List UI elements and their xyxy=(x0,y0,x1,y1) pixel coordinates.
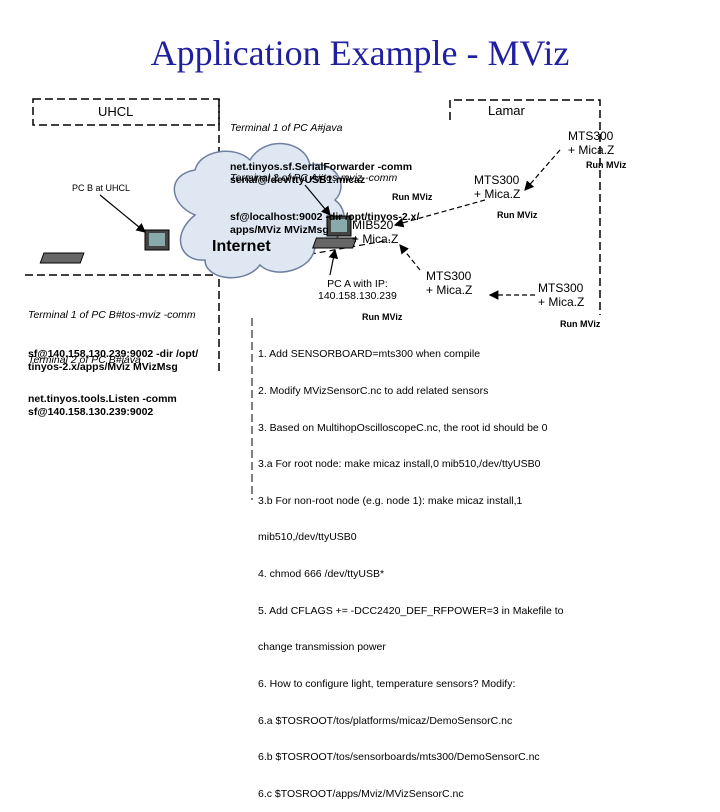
mote-label-3: MTS300 + Mica.Z xyxy=(426,269,473,297)
internet-cloud xyxy=(173,143,345,279)
terminal-a2: Terminal 2 of PC A#tos-mviz -comm sf@loc… xyxy=(230,146,419,250)
run-mviz-2: Run MViz xyxy=(392,192,433,202)
terminal-b1: Terminal 1 of PC B#tos-mviz -comm sf@140… xyxy=(28,283,198,387)
mote-label-2: MTS300 + Mica.Z xyxy=(474,173,521,201)
mib520-label: MIB520 + Mica.Z xyxy=(352,218,399,246)
terminal-b1-body: sf@140.158.130.239:9002 -dir /opt/ tinyo… xyxy=(28,348,199,373)
pc-b-pointer xyxy=(99,194,146,233)
uhcl-label: UHCL xyxy=(98,104,134,119)
terminal-b2-head: Terminal 2 of PC B#java xyxy=(28,354,141,366)
pc-b-icon xyxy=(39,229,170,264)
run-mviz-4: Run MViz xyxy=(560,319,601,329)
terminal-a2-head: Terminal 2 of PC A#tos-mviz -comm xyxy=(230,172,398,184)
step-item: 5. Add CFLAGS += -DCC2420_DEF_RFPOWER=3 … xyxy=(258,604,564,617)
terminal-b1-head: Terminal 1 of PC B#tos-mviz -comm xyxy=(28,309,196,321)
mote-label-4: MTS300 + Mica.Z xyxy=(538,281,585,309)
terminal-a2-body: sf@localhost:9002 -dir /opt/tinyos-2.x/ … xyxy=(230,211,420,236)
terminal-a-pointer xyxy=(304,184,331,216)
steps-list: 1. Add SENSORBOARD=mts300 when compile 2… xyxy=(258,324,564,812)
pc-a-icon xyxy=(312,215,358,249)
step-item: 3.a For root node: make micaz install,0 … xyxy=(258,458,541,471)
step-item: change transmission power xyxy=(258,641,386,654)
step-item: 6.b $TOSROOT/tos/sensorboards/mts300/Dem… xyxy=(258,751,540,764)
terminal-b2-body: net.tinyos.tools.Listen -comm sf@140.158… xyxy=(28,393,177,418)
step-item: 2. Modify MVizSensorC.nc to add related … xyxy=(258,385,489,398)
pc-a-label: PC A with IP: 140.158.130.239 xyxy=(318,278,397,302)
step-item: 4. chmod 666 /dev/ttyUSB* xyxy=(258,568,385,581)
pc-a-pointer xyxy=(328,248,339,276)
mote-arrow-1 xyxy=(524,149,561,191)
run-mviz-3: Run MViz xyxy=(497,210,538,220)
mote-label-1: MTS300 + Mica.Z xyxy=(568,129,615,157)
step-item: 6.c $TOSROOT/apps/Mviz/MVizSensorC.nc xyxy=(258,787,464,800)
run-mviz-5: Run MViz xyxy=(362,312,403,322)
step-item: 6. How to configure light, temperature s… xyxy=(258,677,516,690)
slide-title: Application Example - MViz xyxy=(150,33,570,73)
step-item: 1. Add SENSORBOARD=mts300 when compile xyxy=(258,348,481,361)
lamar-label: Lamar xyxy=(488,103,525,118)
step-item: 6.a $TOSROOT/tos/platforms/micaz/DemoSen… xyxy=(258,714,513,727)
step-item: mib510,/dev/ttyUSB0 xyxy=(258,531,357,544)
diagram-canvas xyxy=(25,98,601,500)
terminal-a1-head: Terminal 1 of PC A#java xyxy=(230,122,343,134)
internet-label: Internet xyxy=(212,238,271,255)
pc-b-label: PC B at UHCL xyxy=(72,183,131,193)
cloud-shape xyxy=(173,143,345,279)
terminal-a1-body: net.tinyos.sf.SerialForwarder -comm seri… xyxy=(230,161,413,186)
terminal-b2: Terminal 2 of PC B#java net.tinyos.tools… xyxy=(28,328,177,432)
mote-arrow-3 xyxy=(399,244,421,271)
lamar-region-border xyxy=(449,99,601,315)
step-item: 3.b For non-root node (e.g. node 1): mak… xyxy=(258,494,523,507)
run-mviz-1: Run MViz xyxy=(586,160,627,170)
step-item: 3. Based on MultihopOscilloscopeC.nc, th… xyxy=(258,421,548,434)
terminal-a1: Terminal 1 of PC A#java net.tinyos.sf.Se… xyxy=(230,96,412,200)
